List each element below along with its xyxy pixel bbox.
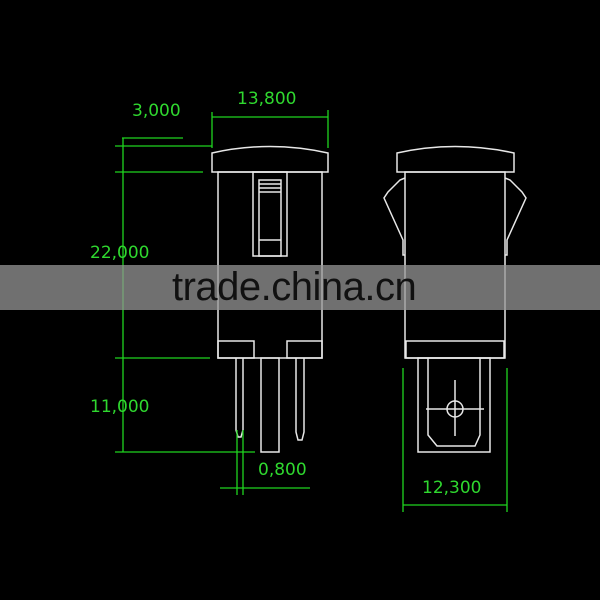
pin-length-label: 11,000 [90,397,149,417]
front-dimensions: 3,000 13,800 22,000 11,000 0,800 [90,89,329,495]
body-height-label: 22,000 [90,243,149,263]
cap-height-label: 3,000 [132,101,181,121]
pin-width-label: 0,800 [258,460,307,480]
watermark-text: trade.china.cn [172,265,417,309]
body-width-label: 12,300 [422,478,481,498]
side-dimensions: 12,300 [402,368,508,512]
watermark-band [0,265,600,310]
cap-width-label: 13,800 [237,89,296,109]
